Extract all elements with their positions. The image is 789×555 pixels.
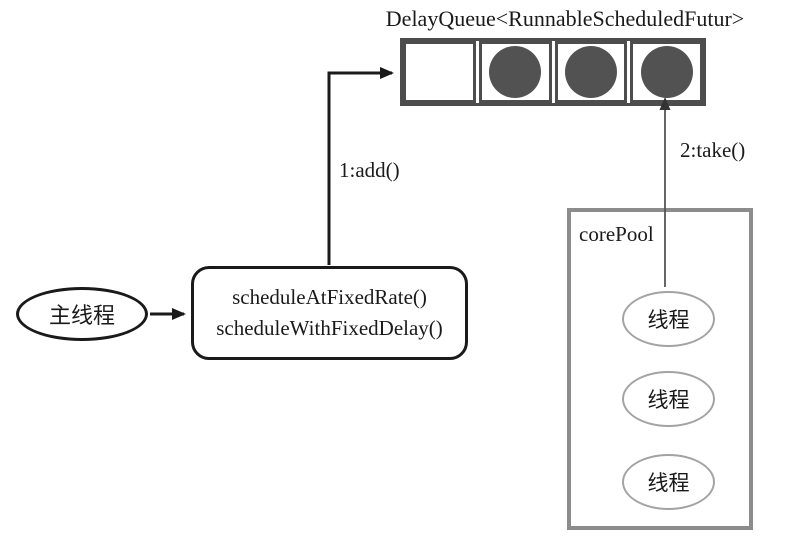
task-circle bbox=[489, 46, 542, 98]
thread-ellipse: 线程 bbox=[622, 371, 715, 427]
schedule-at-fixed-rate-label: scheduleAtFixedRate() bbox=[232, 284, 427, 309]
main-thread-label: 主线程 bbox=[48, 303, 115, 328]
thread-ellipse: 线程 bbox=[622, 454, 715, 510]
delay-queue-title: DelayQueue<RunnableScheduledFutur> bbox=[385, 6, 745, 31]
delay-queue bbox=[400, 38, 706, 106]
queue-cell bbox=[630, 41, 703, 103]
task-circle bbox=[564, 46, 617, 98]
add-arrow-label: 1:add() bbox=[339, 158, 400, 182]
thread-ellipse: 线程 bbox=[622, 291, 715, 347]
task-circle bbox=[640, 46, 693, 98]
take-arrow-label: 2:take() bbox=[680, 138, 746, 162]
main-thread-ellipse: 主线程 bbox=[16, 287, 148, 341]
schedule-with-fixed-delay-label: scheduleWithFixedDelay() bbox=[216, 316, 443, 340]
queue-cell bbox=[403, 41, 476, 103]
scheduler-methods-box: scheduleAtFixedRate() scheduleWithFixedD… bbox=[191, 266, 468, 360]
core-pool-box: corePool 线程线程线程 bbox=[567, 208, 753, 530]
queue-cell bbox=[554, 41, 628, 103]
core-pool-label: corePool bbox=[579, 222, 654, 246]
queue-cell bbox=[478, 41, 552, 103]
